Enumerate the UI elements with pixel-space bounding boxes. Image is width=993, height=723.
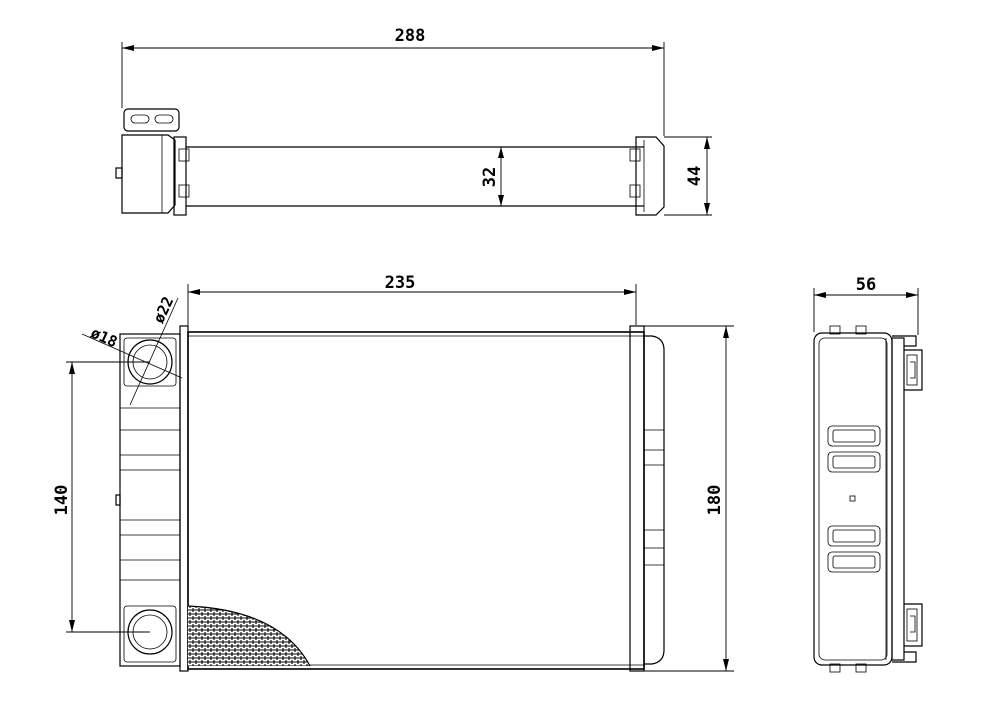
dim-height: 180 — [705, 485, 725, 516]
dim-pipe-spacing: 140 — [52, 485, 72, 516]
bottom-pipe — [123, 605, 177, 663]
dim-core-width: 235 — [385, 273, 416, 293]
dim-pipe-outer-dia: ø22 — [150, 294, 178, 326]
dim-side-depth: 56 — [856, 275, 876, 295]
dim-top-length: 288 — [395, 26, 426, 46]
top-view: 288 32 44 — [115, 26, 712, 216]
dim-pipe-inner-dia: ø18 — [88, 324, 120, 351]
dim-overall-thickness: 44 — [685, 166, 705, 186]
side-view: 56 — [813, 275, 923, 673]
dim-core-thickness: 32 — [480, 167, 500, 187]
front-view: 235 180 140 ø22 ø18 — [52, 273, 734, 672]
